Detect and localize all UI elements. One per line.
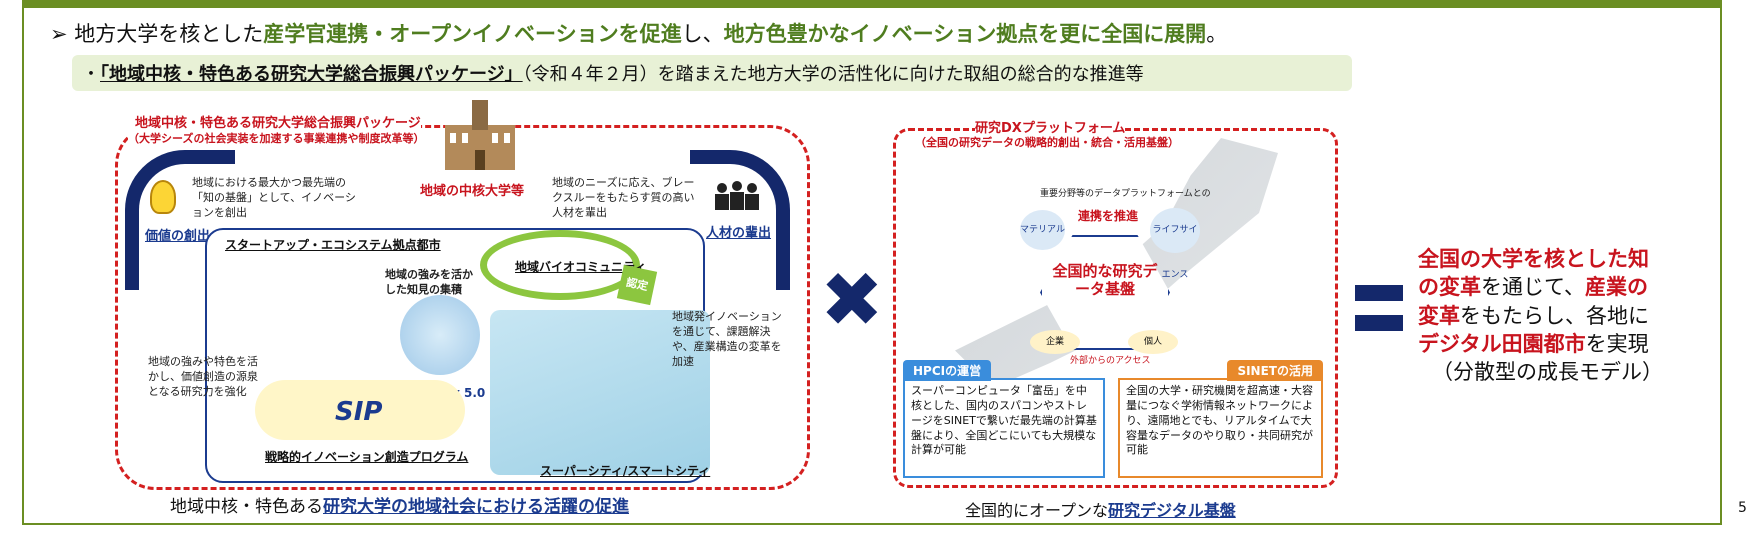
left-caption-plain: 地域中核・特色ある [170,497,323,517]
right-caption-bold: 研究デジタル基盤 [1108,501,1236,520]
headline: ➢ 地方大学を核とした産学官連携・オープンイノベーションを促進し、地方色豊かなイ… [50,22,1228,46]
individual-bubble: 個人 [1128,330,1178,354]
company-bubble: 企業 [1030,330,1080,354]
university-building-icon [440,95,520,175]
sub-bullet: ・ [82,64,100,85]
conclusion-text: 全国の大学を核とした知 の変革を通じて、産業の 変革をもたらし、各地に デジタル… [1418,247,1663,385]
lightbulb-icon [150,180,176,214]
sip-cloud [255,380,465,440]
sip-program-title: 戦略的イノベーション創造プログラム [265,450,469,464]
conclusion-model: （分散型の成長モデル） [1432,360,1663,385]
talent-arrow-icon [690,150,790,290]
headline-part-4: 地方色豊かなイノベーション拠点を更に全国に展開 [723,22,1207,46]
external-access-label: 外部からのアクセス [1070,356,1151,366]
hpci-box: HPCIの運営 スーパーコンピュータ「富岳」を中核とした、国内のスパコンやストレ… [903,360,1105,478]
supercity-title: スーパーシティ/スマートシティ [540,464,711,478]
multiply-icon: ✖ [820,255,884,344]
left-caption-bold: 研究大学の地域社会における活躍の促進 [323,497,629,517]
smart-city-illustration [490,310,710,475]
equals-icon [1355,285,1403,331]
conclusion-line-1: 全国の大学を核とした知 [1418,247,1649,271]
headline-part-3: し、 [681,22,724,46]
sip-logo: SIP [335,397,383,427]
strength-accumulation: 地域の強みを活かした知見の集積 [385,268,473,296]
hpci-text: スーパーコンピュータ「富岳」を中核とした、国内のスパコンやストレージをSINET… [911,384,1097,457]
left-caption: 地域中核・特色ある研究大学の地域社会における活躍の促進 [170,492,629,517]
life-science-bubble: ライフサイエンス [1150,208,1200,280]
startup-ecosystem-title: スタートアップ・エコシステム拠点都市 [225,238,441,252]
materials-bubble: マテリアル [1020,210,1065,250]
knowledge-base-note: 地域における最大かつ最先端の「知の基盤」として、イノベーションを創出 [192,176,356,219]
right-caption-plain: 全国的にオープンな [965,501,1109,520]
data-platform-note: 重要分野等のデータプラットフォームとの [1040,189,1211,199]
sub-band: ・「地域中核・特色ある研究大学総合振興パッケージ」（令和４年２月）を踏まえた地方… [72,55,1352,91]
left-panel-title: 地域中核・特色ある研究大学総合振興パッケージ [135,112,421,131]
certified-badge: 認定 [616,264,658,306]
research-data-infra: 全国的な研究データ基盤 [1052,262,1158,298]
headline-part-5: 。 [1206,22,1228,46]
talent-output-label: 人材の輩出 [706,226,772,241]
sub-rest: （令和４年２月）を踏まえた地方大学の活性化に向けた取組の総合的な推進等 [522,64,1144,85]
society5-globe-icon [400,295,480,375]
bio-community-title: 地域バイオコミュニティ [515,260,647,274]
hpci-heading: HPCIの運営 [903,360,992,381]
university-label: 地域の中核大学等 [420,180,525,199]
research-power-note: 地域の強みや特色を活かし、価値創造の源泉となる研究力を強化 [148,355,258,398]
value-creation-label: 価値の創出 [145,229,211,244]
right-panel-subtitle: （全国の研究データの戦略的創出・統合・活用基盤） [915,134,1179,150]
page-number: 5 [1738,500,1747,516]
package-link[interactable]: 「地域中核・特色ある研究大学総合振興パッケージ」 [100,64,523,85]
sinet-box: SINETの活用 全国の大学・研究機関を超高速・大容量につなぐ学術情報ネットワー… [1118,360,1323,478]
right-caption: 全国的にオープンな研究デジタル基盤 [965,497,1236,521]
talent-note: 地域のニーズに応え、ブレークスルーをもたらす質の高い人材を輩出 [552,176,695,219]
bio-community-ring [480,230,640,300]
headline-part-1: 地方大学を核とした [74,22,264,46]
right-panel-title: 研究DXプラットフォーム [975,117,1126,136]
graduates-icon [712,180,762,210]
linkage-label: 連携を推進 [1078,209,1139,223]
industry-transform-note: 地域発イノベーションを通じて、課題解決や、産業構造の変革を加速 [672,310,782,368]
sinet-text: 全国の大学・研究機関を超高速・大容量につなぐ学術情報ネットワークにより、遠隔地と… [1126,384,1313,457]
left-panel-subtitle: （大学シーズの社会実装を加速する事業連携や制度改革等） [128,130,425,146]
sinet-heading: SINETの活用 [1227,360,1323,381]
slide-frame [22,0,1722,525]
headline-part-2: 産学官連携・オープンイノベーションを促進 [263,22,682,46]
